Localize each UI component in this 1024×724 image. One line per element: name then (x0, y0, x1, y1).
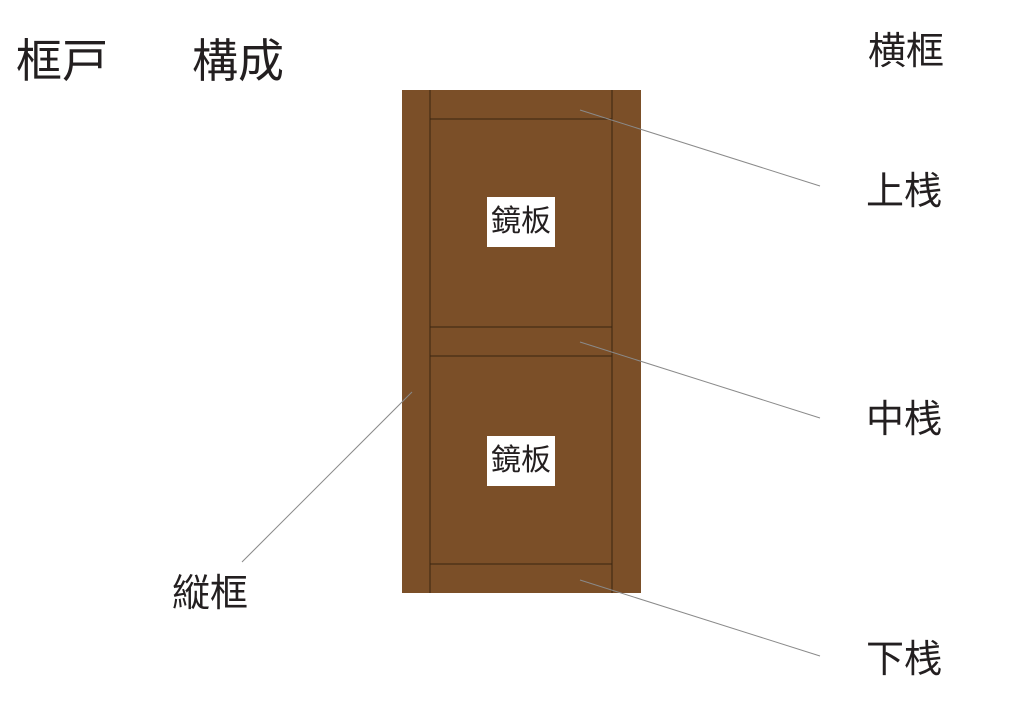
leader-bottom-rail (579, 579, 821, 657)
joint-lines (429, 90, 613, 593)
panel-label-upper: 鏡板 (487, 197, 555, 247)
horizontal-frame-heading: 横框 (868, 29, 945, 73)
leader-middle-rail (579, 341, 821, 419)
label-bottom-rail: 下桟 (866, 637, 943, 681)
label-middle-rail: 中桟 (866, 397, 943, 441)
panel-label-lower: 鏡板 (487, 436, 555, 486)
label-stile: 縦框 (172, 571, 249, 615)
leader-top-rail (579, 109, 821, 187)
label-top-rail: 上桟 (866, 169, 943, 213)
diagram-title-suffix: 構成 (192, 34, 284, 88)
leader-lines (241, 109, 821, 657)
leader-stile (241, 391, 413, 563)
door-frame (402, 90, 641, 593)
diagram-title: 框戸 (16, 34, 108, 88)
